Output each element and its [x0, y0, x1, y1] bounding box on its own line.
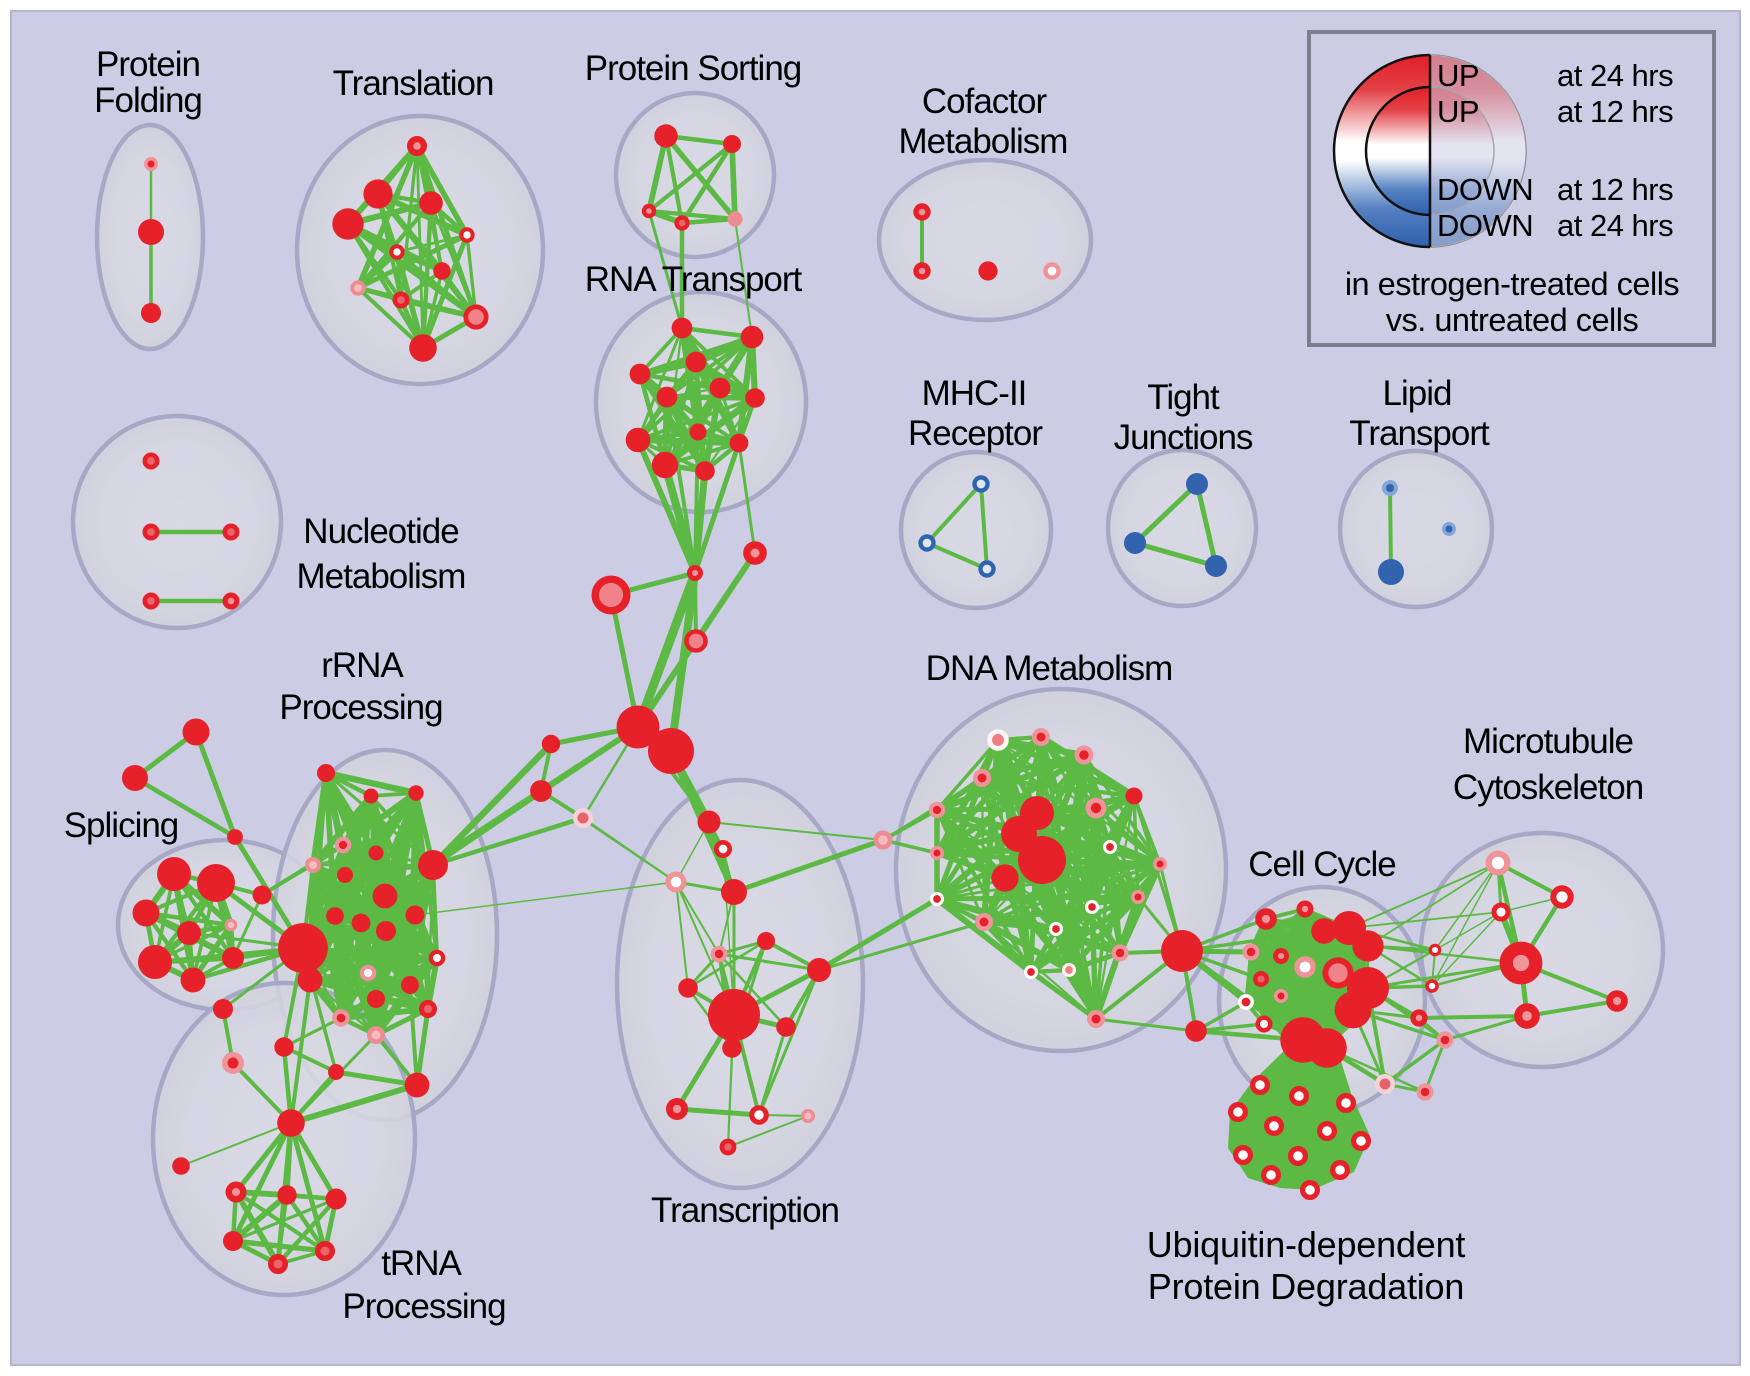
svg-text:Processing: Processing: [279, 688, 442, 727]
svg-text:DOWN: DOWN: [1437, 172, 1533, 207]
svg-text:Translation: Translation: [333, 64, 494, 103]
svg-text:Protein: Protein: [96, 45, 200, 84]
svg-text:Tight: Tight: [1147, 378, 1220, 417]
svg-text:Metabolism: Metabolism: [899, 122, 1068, 161]
svg-text:tRNA: tRNA: [381, 1244, 462, 1283]
svg-text:Protein Sorting: Protein Sorting: [585, 49, 802, 88]
svg-text:vs. untreated cells: vs. untreated cells: [1386, 302, 1639, 338]
svg-text:Transcription: Transcription: [651, 1191, 839, 1230]
svg-text:MHC-II: MHC-II: [922, 374, 1027, 413]
svg-text:RNA Transport: RNA Transport: [585, 260, 803, 299]
svg-text:Cytoskeleton: Cytoskeleton: [1453, 768, 1643, 807]
svg-text:Microtubule: Microtubule: [1463, 722, 1633, 761]
svg-text:rRNA: rRNA: [321, 646, 404, 685]
svg-text:at 12 hrs: at 12 hrs: [1557, 172, 1673, 207]
svg-text:at 24 hrs: at 24 hrs: [1557, 58, 1673, 93]
svg-text:Cofactor: Cofactor: [922, 82, 1048, 121]
svg-text:Ubiquitin-dependent: Ubiquitin-dependent: [1147, 1224, 1466, 1265]
svg-text:at 12 hrs: at 12 hrs: [1557, 94, 1673, 129]
svg-text:Lipid: Lipid: [1383, 374, 1452, 413]
svg-text:Transport: Transport: [1349, 414, 1490, 453]
svg-text:Metabolism: Metabolism: [297, 557, 466, 596]
svg-text:DNA Metabolism: DNA Metabolism: [926, 649, 1173, 688]
svg-text:UP: UP: [1437, 94, 1479, 129]
svg-text:Receptor: Receptor: [908, 414, 1043, 453]
svg-text:in estrogen-treated cells: in estrogen-treated cells: [1345, 266, 1680, 302]
svg-text:UP: UP: [1437, 58, 1479, 93]
svg-text:at 24 hrs: at 24 hrs: [1557, 208, 1673, 243]
svg-text:Junctions: Junctions: [1114, 418, 1253, 457]
svg-text:Processing: Processing: [342, 1287, 505, 1326]
svg-text:DOWN: DOWN: [1437, 208, 1533, 243]
svg-text:Splicing: Splicing: [64, 806, 179, 845]
svg-text:Nucleotide: Nucleotide: [303, 512, 458, 551]
svg-text:Cell Cycle: Cell Cycle: [1248, 845, 1396, 884]
svg-text:Folding: Folding: [94, 81, 202, 120]
svg-text:Protein Degradation: Protein Degradation: [1148, 1266, 1464, 1307]
